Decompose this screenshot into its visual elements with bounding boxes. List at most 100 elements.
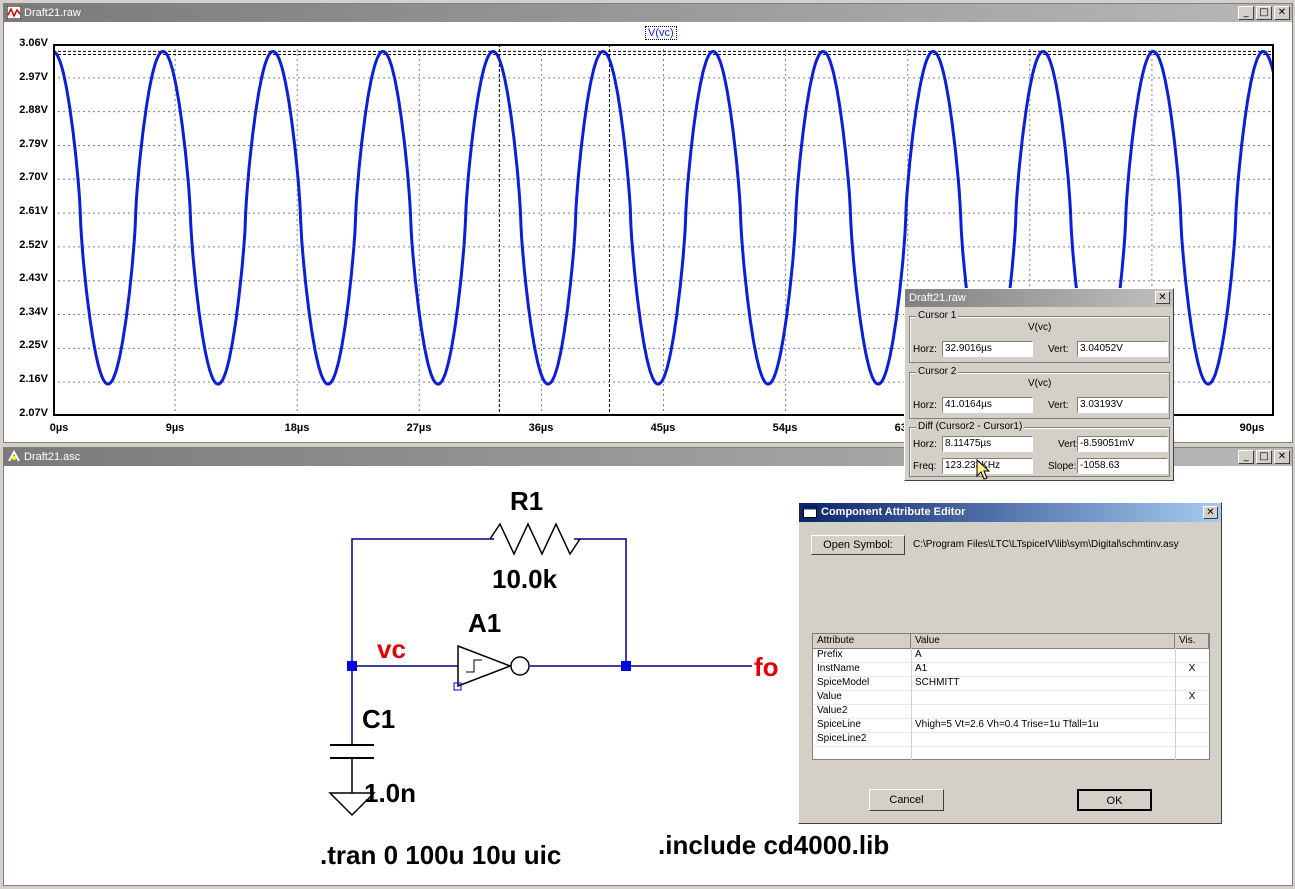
cursor-dialog: Draft21.raw ✕ Cursor 1 V(vc) Horz: 32.90… <box>904 288 1174 481</box>
minimize-button[interactable]: _ <box>1238 6 1254 20</box>
cell-attribute: Value2 <box>817 705 848 716</box>
diff-group-label: Diff (Cursor2 - Cursor1) <box>916 421 1025 432</box>
table-row[interactable]: SpiceLine2 <box>813 732 1209 747</box>
c1-value[interactable]: 1.0n <box>364 778 417 808</box>
x-tick-label: 9µs <box>165 422 185 434</box>
waveform-plot[interactable] <box>53 44 1274 416</box>
x-tick-label: 54µs <box>772 422 798 434</box>
minimize-button[interactable]: _ <box>1238 450 1254 464</box>
cell-vis: X <box>1188 663 1196 674</box>
table-row[interactable]: Value X <box>813 690 1209 705</box>
cursor1-group: Cursor 1 V(vc) Horz: 32.9016µs Vert: 3.0… <box>909 310 1170 363</box>
net-label-fo[interactable]: fo <box>754 652 779 682</box>
close-button[interactable]: ✕ <box>1274 6 1290 20</box>
cell-vis: X <box>1188 691 1196 702</box>
wire-feedback-right[interactable] <box>574 538 627 666</box>
schmitt-inverter-a1[interactable] <box>457 644 513 688</box>
ground-symbol[interactable] <box>328 792 376 817</box>
cell-value: Vhigh=5 Vt=2.6 Vh=0.4 Trise=1u Tfall=1u <box>915 719 1099 730</box>
waveform-window-title: Draft21.raw <box>24 7 81 19</box>
include-directive[interactable]: .include cd4000.lib <box>658 830 890 860</box>
cancel-button[interactable]: Cancel <box>869 789 944 811</box>
trace-label[interactable]: V(vc) <box>645 26 677 40</box>
diff-slope-field[interactable]: -1058.63 <box>1077 458 1168 474</box>
cell-attribute: Value <box>817 691 842 702</box>
y-tick-label: 2.43V <box>19 272 48 285</box>
attribute-editor-title: Component Attribute Editor <box>821 506 966 518</box>
cursor2-group: Cursor 2 V(vc) Horz: 41.0164µs Vert: 3.0… <box>909 366 1170 419</box>
plot-border <box>53 44 1274 416</box>
column-divider <box>911 648 912 760</box>
cursor2-vert-field[interactable]: 3.03193V <box>1077 397 1168 413</box>
x-tick-label: 90µs <box>1239 422 1265 434</box>
diff-horz-label: Horz: <box>913 439 937 450</box>
x-tick-label: 45µs <box>650 422 676 434</box>
column-header-value[interactable]: Value <box>911 634 1175 648</box>
open-symbol-button[interactable]: Open Symbol: <box>811 535 905 555</box>
cursor2-trace: V(vc) <box>1028 378 1052 389</box>
net-label-vc[interactable]: vc <box>377 634 406 664</box>
cursor1-trace: V(vc) <box>1028 322 1052 333</box>
resistor-r1[interactable] <box>489 522 581 556</box>
diff-group: Diff (Cursor2 - Cursor1) Horz: 8.11475µs… <box>909 421 1170 477</box>
y-tick-label: 2.34V <box>19 305 48 318</box>
column-header-vis[interactable]: Vis. <box>1175 634 1209 648</box>
symbol-path: C:\Program Files\LTC\LTspiceIV\lib\sym\D… <box>913 539 1179 550</box>
close-button[interactable]: ✕ <box>1203 506 1218 519</box>
cursor2-horz-field[interactable]: 41.0164µs <box>942 397 1033 413</box>
y-tick-label: 2.16V <box>19 373 48 385</box>
waveform-trace-vc[interactable] <box>53 49 1274 386</box>
diff-vert-field[interactable]: -8.59051mV <box>1077 436 1168 452</box>
table-row[interactable]: Value2 <box>813 704 1209 719</box>
r1-value[interactable]: 10.0k <box>492 564 558 594</box>
c1-name[interactable]: C1 <box>362 704 396 734</box>
column-divider <box>1175 648 1176 760</box>
diff-vert-label: Vert: <box>1058 439 1079 450</box>
waveform-app-icon <box>7 6 21 19</box>
ok-button[interactable]: OK <box>1077 789 1152 811</box>
cursor1-vert-label: Vert: <box>1048 344 1069 355</box>
tran-directive[interactable]: .tran 0 100u 10u uic <box>320 840 562 870</box>
cell-value: SCHMITT <box>915 677 960 688</box>
diff-horz-field[interactable]: 8.11475µs <box>942 436 1033 452</box>
y-tick-label: 2.70V <box>19 171 48 184</box>
column-header-attribute[interactable]: Attribute <box>813 634 911 648</box>
schematic-canvas[interactable] <box>4 466 1292 885</box>
wire-feedback[interactable] <box>351 538 494 666</box>
schematic-window-title: Draft21.asc <box>24 451 81 463</box>
maximize-button[interactable]: □ <box>1256 6 1272 20</box>
window-icon <box>803 506 817 518</box>
waveform-titlebar[interactable]: Draft21.raw _ □ ✕ <box>4 4 1292 22</box>
y-tick-label: 2.07V <box>19 406 48 419</box>
attribute-editor-dialog: Component Attribute Editor ✕ Open Symbol… <box>798 502 1222 824</box>
y-tick-label: 2.79V <box>19 137 48 150</box>
cursor-dialog-titlebar[interactable]: Draft21.raw ✕ <box>905 289 1173 307</box>
cell-attribute: InstName <box>817 663 860 674</box>
cursor1-vert-field[interactable]: 3.04052V <box>1077 341 1168 357</box>
cell-value <box>911 732 1175 746</box>
close-button[interactable]: ✕ <box>1155 291 1170 304</box>
x-tick-label: 27µs <box>406 422 432 434</box>
r1-name[interactable]: R1 <box>510 486 544 516</box>
cell-vis <box>1175 648 1209 662</box>
a1-name[interactable]: A1 <box>468 608 502 638</box>
junction-vc <box>347 661 357 671</box>
close-button[interactable]: ✕ <box>1274 450 1290 464</box>
diff-freq-field[interactable]: 123.233KHz <box>942 458 1033 474</box>
table-header: Attribute Value Vis. <box>813 634 1209 649</box>
maximize-button[interactable]: □ <box>1256 450 1272 464</box>
mouse-pointer-icon <box>976 459 991 480</box>
cursor1-horz-field[interactable]: 32.9016µs <box>942 341 1033 357</box>
attribute-editor-titlebar[interactable]: Component Attribute Editor ✕ <box>799 503 1221 522</box>
cell-vis <box>1175 676 1209 690</box>
cell-value <box>911 704 1175 718</box>
cursor1-horz-label: Horz: <box>913 344 937 355</box>
cursor1-group-label: Cursor 1 <box>916 310 959 321</box>
cell-vis <box>1175 704 1209 718</box>
